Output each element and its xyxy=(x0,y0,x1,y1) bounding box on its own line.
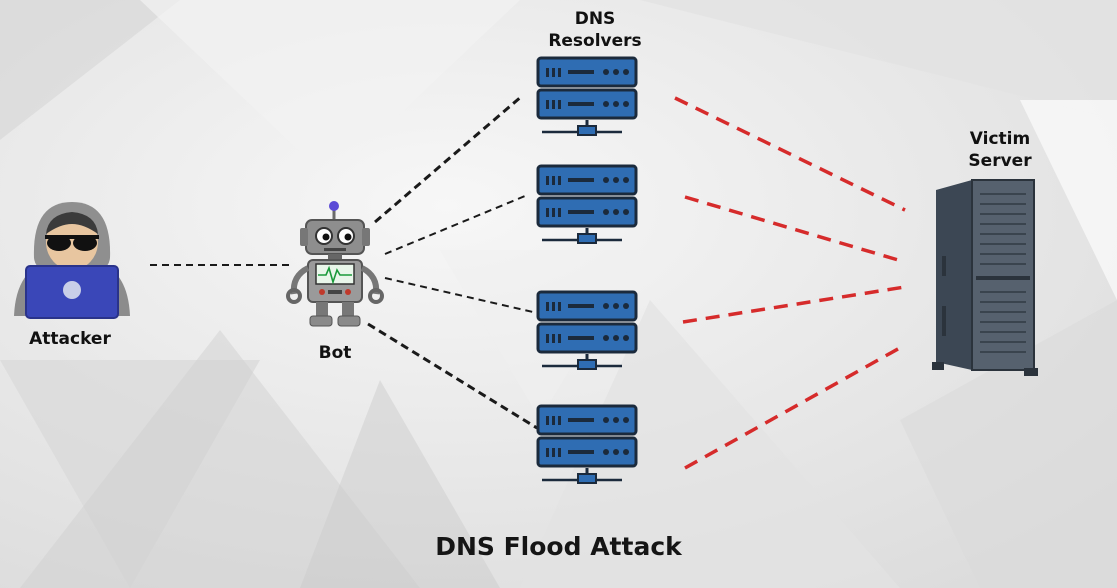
resolvers-label-line2: Resolvers xyxy=(548,31,642,51)
victim-server-node xyxy=(928,176,1040,378)
edge-resolver-3-victim xyxy=(682,285,906,324)
tower-server-icon xyxy=(932,179,1038,376)
resolver-4 xyxy=(536,404,638,494)
edge-bot-resolver-4 xyxy=(367,322,538,430)
resolver-3 xyxy=(536,290,638,380)
resolvers-label: DNS Resolvers xyxy=(530,8,660,52)
robot-icon xyxy=(286,201,384,327)
rack-server-icon xyxy=(536,164,638,244)
edge-bot-resolver-1 xyxy=(374,94,523,224)
rack-server-icon xyxy=(536,290,638,370)
victim-label-line2: Server xyxy=(968,151,1032,171)
edge-bot-resolver-2 xyxy=(384,195,526,255)
rack-server-icon xyxy=(536,56,638,136)
diagram-title: DNS Flood Attack xyxy=(435,532,682,561)
resolver-1 xyxy=(536,56,638,146)
edge-resolver-1-victim xyxy=(674,96,906,212)
resolver-2 xyxy=(536,164,638,254)
victim-label: Victim Server xyxy=(950,128,1050,172)
attacker-label: Attacker xyxy=(29,329,111,349)
edge-resolver-4-victim xyxy=(684,343,906,470)
bot-node xyxy=(282,198,390,330)
victim-label-line1: Victim xyxy=(969,129,1031,149)
bot-label: Bot xyxy=(318,343,352,363)
resolvers-label-line1: DNS xyxy=(574,9,616,29)
hacker-icon xyxy=(14,202,130,319)
edge-bot-resolver-3 xyxy=(384,277,534,313)
attacker-node xyxy=(12,198,132,320)
rack-server-icon xyxy=(536,404,638,484)
edge-resolver-2-victim xyxy=(684,195,906,264)
